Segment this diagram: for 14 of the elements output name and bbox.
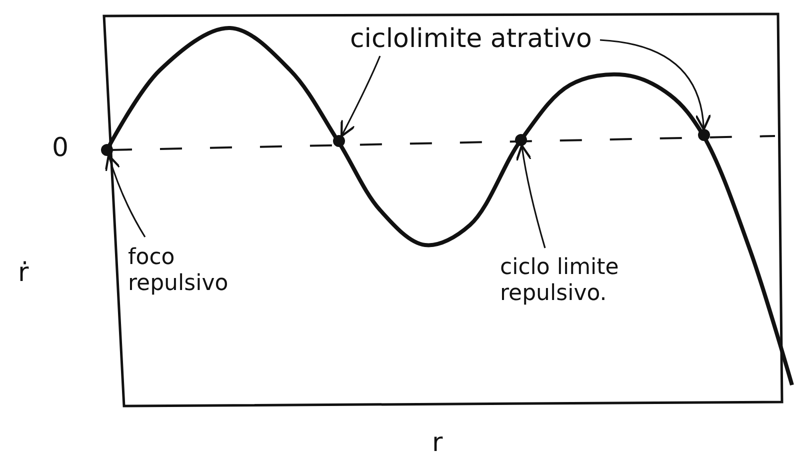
equilibrium-point xyxy=(101,144,113,156)
annotation-text: ciclolimite atrativo xyxy=(350,24,593,54)
annotation-text: foco repulsivo xyxy=(128,245,230,297)
equilibrium-point xyxy=(333,135,345,147)
x-axis-label: r xyxy=(432,428,443,458)
axis-origin-label: 0 xyxy=(52,133,69,163)
annotation-text: ciclo limite repulsivo. xyxy=(500,255,620,307)
leader-arrow xyxy=(600,39,711,131)
equilibrium-point xyxy=(698,129,710,141)
leader-arrow xyxy=(104,154,146,238)
leader-arrow xyxy=(516,144,546,248)
leader-arrow xyxy=(340,56,381,138)
equilibrium-point xyxy=(515,134,527,146)
y-axis-label: ṙ xyxy=(18,258,29,288)
